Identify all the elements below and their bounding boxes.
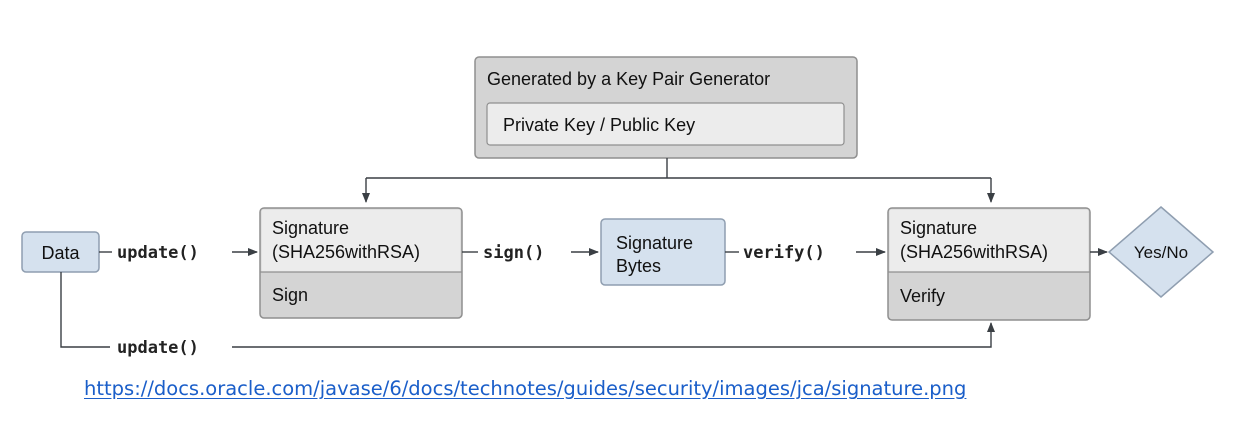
sign-call-label: sign() — [483, 243, 544, 263]
bottom-update-connector: update() — [60, 272, 995, 358]
key-distribution-connector — [362, 158, 995, 203]
verify-box-action: Verify — [900, 286, 945, 306]
key-pair-generator-box: Generated by a Key Pair Generator Privat… — [474, 56, 858, 159]
data-box: Data — [21, 231, 100, 273]
sign-box-title: Signature — [272, 218, 349, 238]
signature-verify-box: Signature (SHA256withRSA) Verify — [887, 207, 1091, 321]
private-public-key-label: Private Key / Public Key — [503, 115, 695, 135]
result-label: Yes/No — [1134, 243, 1188, 262]
sign-box-algorithm: (SHA256withRSA) — [272, 242, 420, 262]
verify-box-algorithm: (SHA256withRSA) — [900, 242, 1048, 262]
result-decision-diamond: Yes/No — [1107, 206, 1215, 298]
key-pair-generator-title: Generated by a Key Pair Generator — [487, 69, 770, 89]
sign-box-action: Sign — [272, 285, 308, 305]
signature-bytes-line2: Bytes — [616, 256, 661, 276]
bottom-update-arrow — [232, 322, 995, 348]
signature-bytes-box: Signature Bytes — [600, 218, 726, 286]
update-call-label: update() — [117, 243, 199, 263]
signature-flow-diagram: Generated by a Key Pair Generator Privat… — [21, 56, 1215, 358]
signature-bytes-line1: Signature — [616, 233, 693, 253]
source-url-link[interactable]: https://docs.oracle.com/javase/6/docs/te… — [84, 377, 967, 400]
data-label: Data — [41, 243, 80, 263]
bottom-update-call-label: update() — [117, 338, 199, 358]
verify-box-title: Signature — [900, 218, 977, 238]
key-pair-inner-box — [486, 102, 845, 146]
verify-call-label: verify() — [743, 243, 825, 263]
signature-sign-box: Signature (SHA256withRSA) Sign — [259, 207, 463, 319]
